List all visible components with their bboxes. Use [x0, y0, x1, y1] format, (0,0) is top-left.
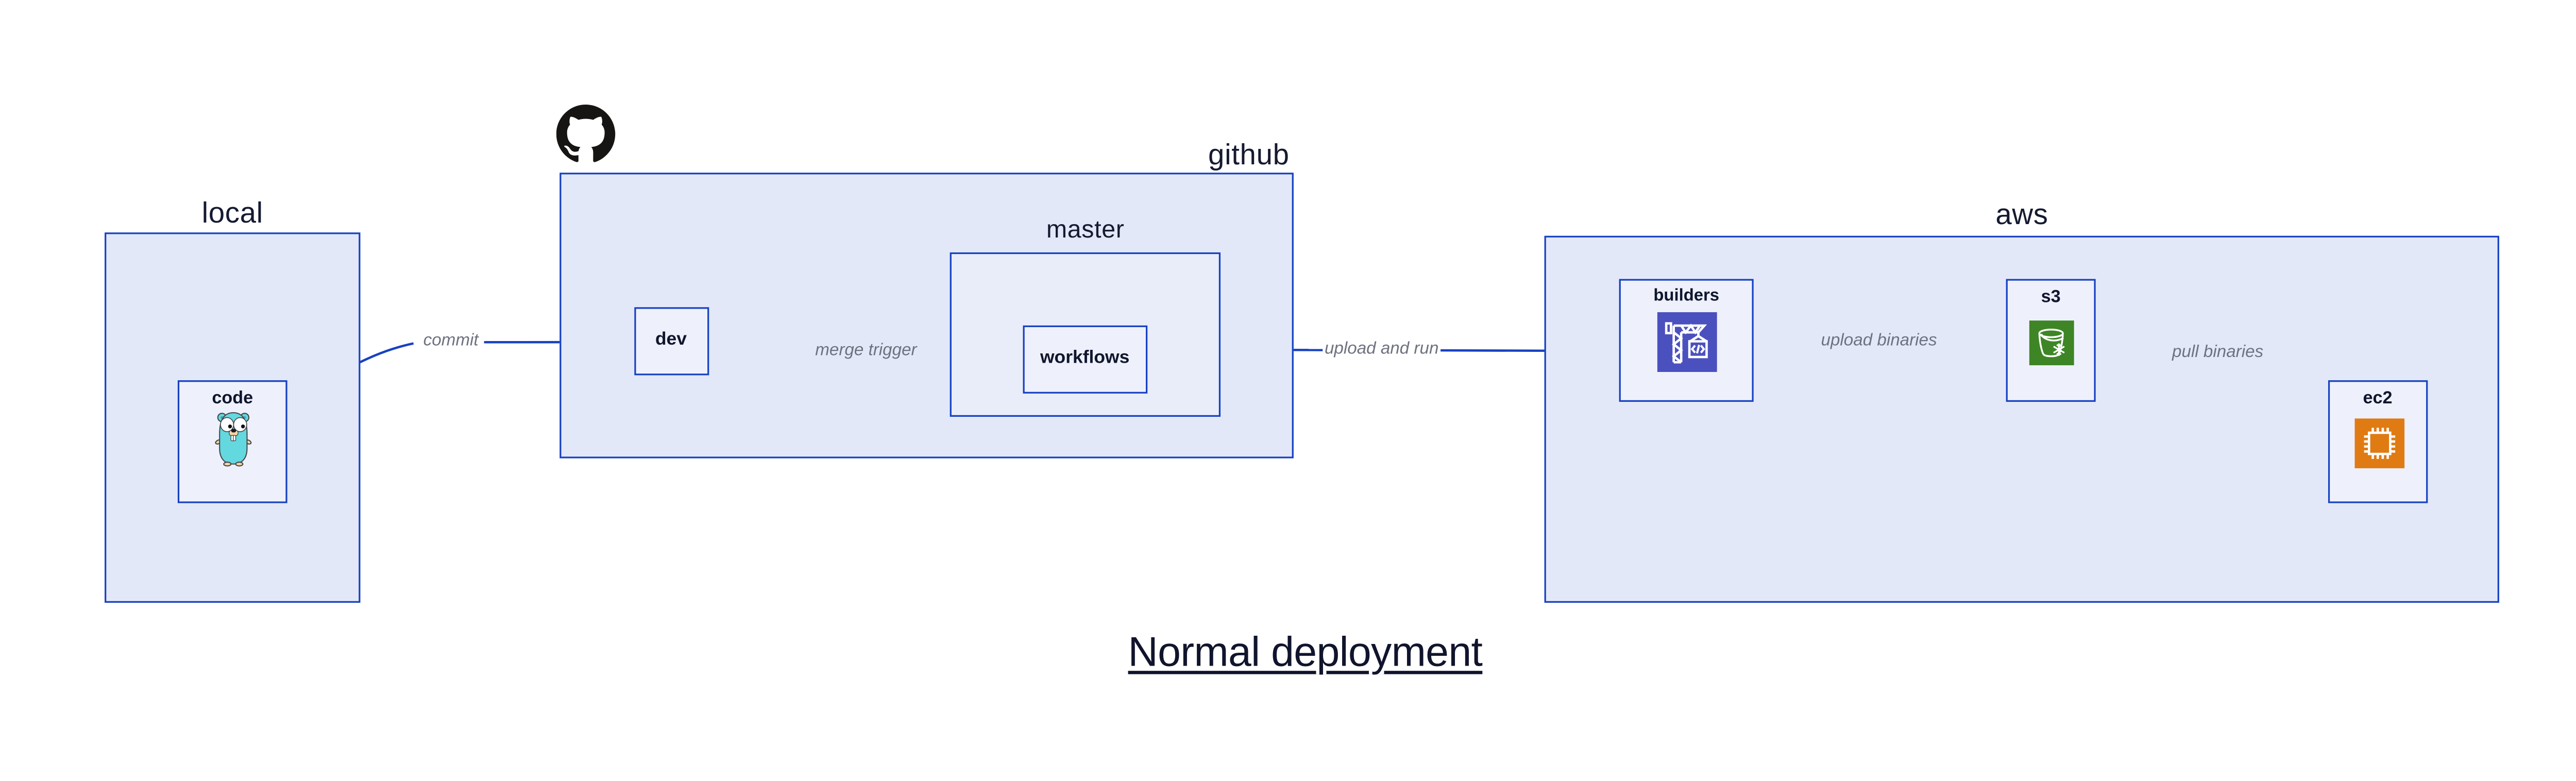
builders-node: builders	[1619, 279, 1754, 401]
dev-node-label: dev	[655, 330, 687, 350]
ec2-node-label: ec2	[2363, 388, 2393, 409]
local-zone-label: local	[201, 195, 263, 229]
github-octocat-icon	[556, 105, 616, 162]
edge-label-upload-and-run: upload and run	[1324, 340, 1439, 359]
edge-label-commit: commit	[423, 332, 479, 351]
dev-node: dev	[633, 306, 708, 376]
master-zone-label: master	[1046, 215, 1125, 244]
edge-label-merge-trigger: merge trigger	[815, 342, 917, 361]
go-gopher-icon	[215, 412, 252, 467]
code-node-label: code	[212, 387, 253, 408]
ec2-node: ec2	[2328, 381, 2428, 503]
workflows-node: workflows	[1022, 325, 1147, 394]
builders-node-label: builders	[1653, 287, 1720, 307]
edge-label-pull-binaries: pull binaries	[2172, 343, 2264, 361]
s3-glacier-bucket-icon	[2030, 320, 2075, 365]
ec2-chip-icon	[2354, 418, 2404, 468]
edge-label-upload-binaries: upload binaries	[1821, 331, 1937, 350]
aws-zone-label: aws	[1995, 196, 2048, 230]
s3-node-label: s3	[2041, 287, 2061, 308]
workflows-node-label: workflows	[1040, 348, 1130, 368]
diagram-title: Normal deployment	[1128, 628, 1483, 675]
s3-node: s3	[2005, 279, 2096, 402]
codebuild-crane-icon	[1658, 312, 1718, 372]
code-node: code	[177, 380, 287, 503]
github-zone-label: github	[1208, 138, 1290, 171]
